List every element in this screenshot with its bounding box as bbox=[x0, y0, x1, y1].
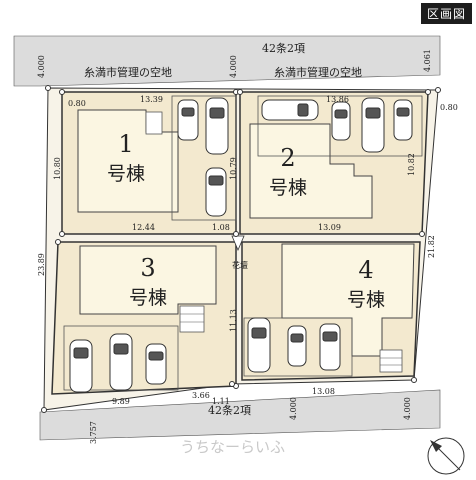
car-icon bbox=[287, 325, 307, 367]
dim-l1-inner: 10.79 bbox=[229, 157, 238, 180]
building-4 bbox=[281, 243, 415, 357]
dim-l2-right: 10.82 bbox=[407, 153, 416, 176]
lot-2-name: 号棟 bbox=[269, 177, 307, 199]
lot-4-parking-frame bbox=[243, 317, 353, 377]
car-icon bbox=[393, 99, 413, 141]
car-icon bbox=[177, 99, 199, 141]
car-icon bbox=[247, 317, 271, 373]
road-label-south: 42条2項 bbox=[208, 403, 251, 417]
lot-1-porch bbox=[145, 111, 163, 135]
building-2 bbox=[249, 123, 373, 219]
dim-road-w-se: 4.000 bbox=[403, 397, 412, 420]
dim-l1-corner: 1.08 bbox=[212, 223, 230, 232]
south-road bbox=[39, 389, 441, 441]
dim-l3-bottom: 9.89 bbox=[112, 397, 130, 406]
building-3 bbox=[79, 245, 217, 315]
vacant-lot-label-east: 糸満市管理の空地 bbox=[274, 65, 362, 79]
dim-site-right: 21.82 bbox=[427, 235, 436, 258]
dim-l3-b: 1.11 bbox=[212, 397, 230, 406]
dim-l1-left: 10.80 bbox=[53, 157, 62, 180]
dim-l1-bottom: 12.44 bbox=[132, 223, 155, 232]
lot-3-number: 3 bbox=[140, 254, 155, 282]
dim-site-left: 23.89 bbox=[37, 253, 46, 276]
dim-road-w-nw: 4.000 bbox=[37, 55, 46, 78]
lot-2-parking-frame bbox=[257, 95, 423, 157]
plan-title-badge: 区画図 bbox=[420, 3, 472, 24]
dim-l2-offset: 0.80 bbox=[440, 103, 458, 112]
lot-2-number: 2 bbox=[280, 144, 295, 172]
lot-3-name: 号棟 bbox=[129, 287, 167, 309]
dim-center-v: 11.13 bbox=[229, 309, 238, 332]
north-arrow-icon bbox=[427, 437, 465, 475]
boundary-points bbox=[41, 85, 441, 413]
road-label-north: 42条2項 bbox=[262, 41, 305, 55]
dim-road-w-ne: 4.061 bbox=[423, 49, 432, 72]
dim-l1-top: 13.39 bbox=[140, 95, 163, 104]
north-road bbox=[13, 35, 441, 87]
lot-1-name: 号棟 bbox=[107, 163, 145, 185]
lot-1-number: 1 bbox=[118, 130, 133, 158]
lot-3-steps bbox=[179, 305, 205, 333]
car-icon bbox=[145, 343, 167, 385]
dim-road-w-s-mid: 4.000 bbox=[289, 397, 298, 420]
car-icon bbox=[205, 167, 227, 217]
dim-l2-bottom: 13.09 bbox=[318, 223, 341, 232]
dim-road-w-n-mid: 4.000 bbox=[229, 55, 238, 78]
vacant-lot-label-west: 糸満市管理の空地 bbox=[84, 65, 172, 79]
car-icon bbox=[361, 97, 385, 153]
lot-4-number: 4 bbox=[358, 256, 373, 284]
dim-l1-offset: 0.80 bbox=[68, 99, 86, 108]
dim-l4-bottom: 13.08 bbox=[312, 387, 335, 396]
flowerbed-label: 花壇 bbox=[232, 260, 248, 270]
lot-1-parking-frame bbox=[171, 95, 237, 221]
watermark-text: うちなーらいふ bbox=[180, 438, 286, 456]
parked-cars bbox=[69, 97, 413, 393]
car-icon bbox=[319, 323, 341, 371]
lot-4-steps bbox=[379, 349, 403, 373]
car-icon bbox=[331, 101, 351, 141]
dim-l3-a: 3.66 bbox=[192, 391, 210, 400]
dim-l2-top: 13.86 bbox=[326, 95, 349, 104]
car-icon bbox=[261, 99, 319, 121]
car-icon bbox=[205, 97, 229, 155]
dim-road-w-sw: 3.757 bbox=[89, 421, 98, 444]
lot-4-name: 号棟 bbox=[347, 289, 385, 311]
car-icon bbox=[109, 333, 133, 391]
